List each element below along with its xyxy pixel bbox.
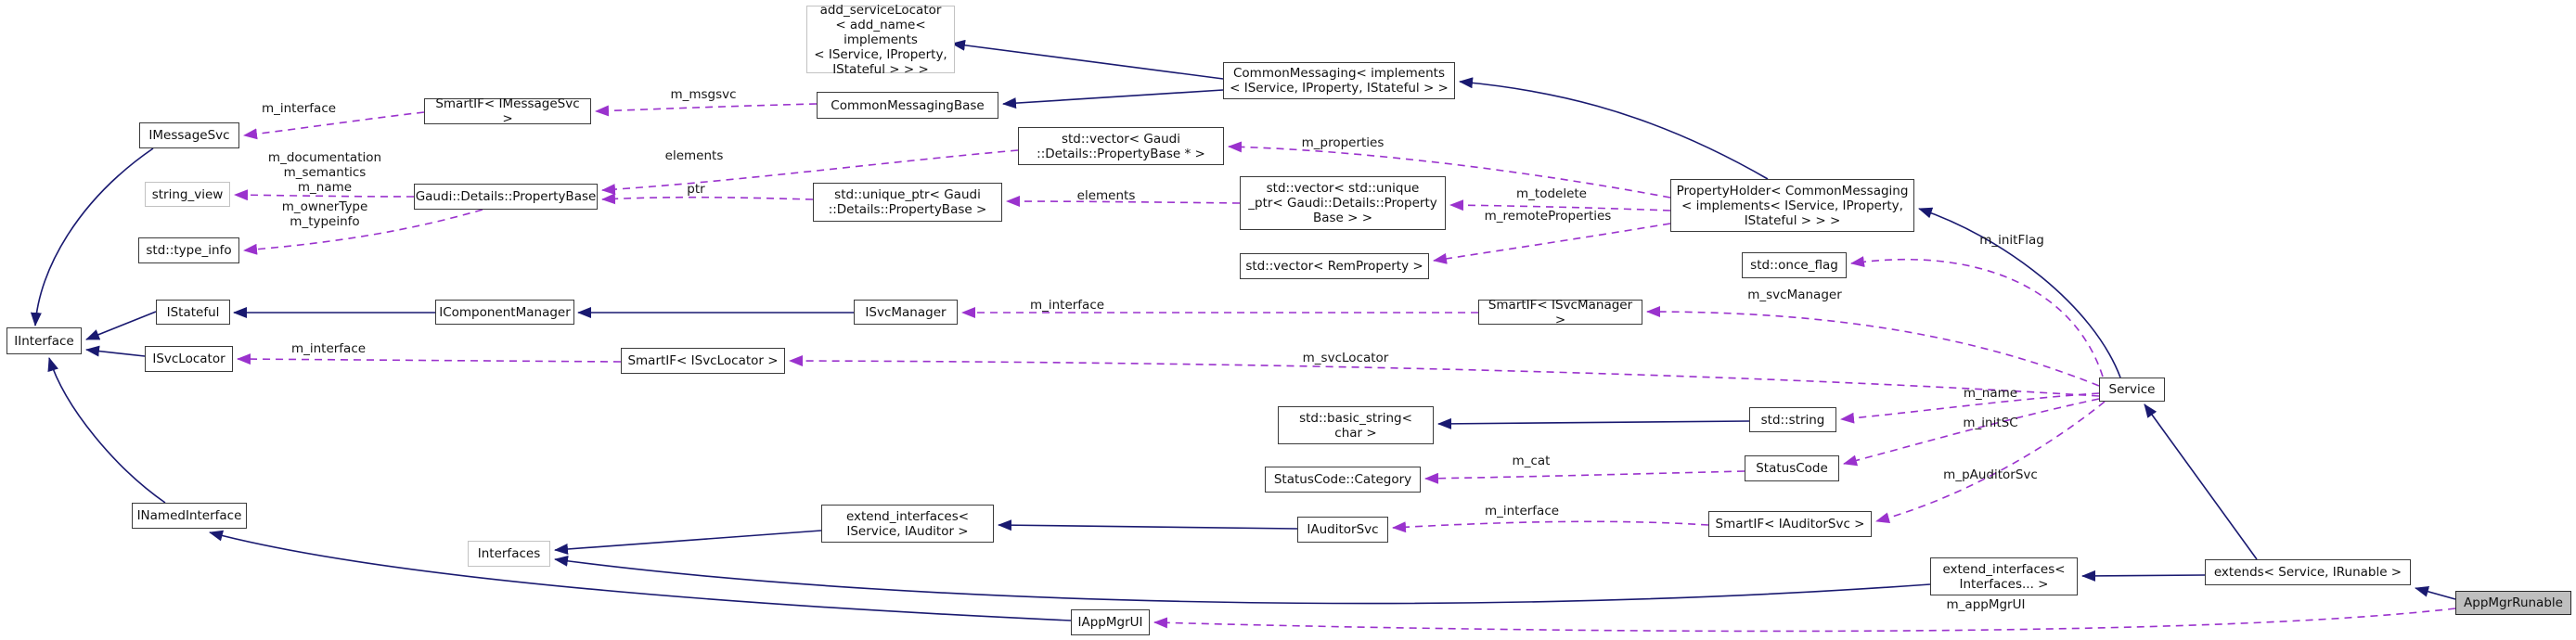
edge-service-statuscode (1843, 398, 2100, 467)
node-isvclocator[interactable]: ISvcLocator (145, 346, 233, 372)
node-istateful[interactable]: IStateful (156, 300, 230, 325)
edge-label-m-remoteproperties: m_remoteProperties (1484, 209, 1612, 224)
node-add-servicelocator: add_serviceLocator < add_name< implement… (806, 3, 955, 77)
edge-label-elements-2: elements (1076, 188, 1136, 203)
node-std-once-flag[interactable]: std::once_flag (1742, 252, 1847, 278)
edge-inamedinterface-iinterface (47, 357, 166, 504)
node-imessagesvc[interactable]: IMessageSvc (139, 122, 239, 148)
node-inamedinterface[interactable]: INamedInterface (132, 503, 247, 529)
edge-label-m-ownertype-typeinfo: m_ownerType m_typeinfo (281, 199, 368, 229)
node-statuscode-category[interactable]: StatusCode::Category (1265, 467, 1421, 493)
node-commonmessaging[interactable]: CommonMessaging< implements < IService, … (1223, 62, 1455, 99)
edge-propertyholder-vectorremproperty (1433, 223, 1671, 264)
node-interfaces: Interfaces (468, 541, 550, 567)
edge-label-m-todelete: m_todelete (1516, 186, 1587, 201)
edge-label-m-interface-isvclocator: m_interface (290, 341, 367, 356)
edge-label-m-svcmanager: m_svcManager (1747, 288, 1842, 302)
edge-label-m-svclocator: m_svcLocator (1302, 351, 1389, 365)
edge-extends-service (2144, 403, 2258, 560)
edge-stdstring-basicstring (1437, 417, 1750, 429)
edge-label-m-initflag: m_initFlag (1979, 233, 2044, 248)
node-string-view: string_view (145, 182, 230, 207)
node-iinterface[interactable]: IInterface (6, 327, 82, 354)
node-service[interactable]: Service (2099, 378, 2165, 402)
edge-label-m-interface-imessagesvc: m_interface (261, 101, 337, 116)
edge-label-m-pauditorsvc: m_pAuditorSvc (1943, 467, 2038, 482)
node-propertyholder[interactable]: PropertyHolder< CommonMessaging < implem… (1670, 179, 1914, 232)
node-iauditorsvc[interactable]: IAuditorSvc (1297, 517, 1388, 543)
edge-extendinterfacesia-interfaces (554, 530, 822, 555)
node-extend-interfaces-iservice-iauditor[interactable]: extend_interfaces< IService, IAuditor > (821, 505, 994, 543)
edge-propertyholder-commonmessaging (1459, 77, 1769, 180)
edge-commonmessagingbase-smartifimessagesvc (595, 103, 818, 117)
edge-service-smartifisvclocator (789, 355, 2100, 397)
node-statuscode[interactable]: StatusCode (1745, 455, 1839, 481)
node-extends-service-irunable[interactable]: extends< Service, IRunable > (2205, 559, 2411, 585)
edge-statuscode-statuscodecategory (1424, 470, 1745, 484)
edge-istateful-iinterface (85, 311, 157, 340)
edge-label-ptr: ptr (687, 182, 705, 197)
node-std-string[interactable]: std::string (1749, 407, 1836, 432)
edge-extendinterfacesvariadic-interfaces (554, 555, 1931, 605)
edge-label-m-cat: m_cat (1512, 454, 1551, 468)
edge-commonmessaging-commonmessagingbase (1002, 89, 1224, 109)
node-smartif-isvcmanager[interactable]: SmartIF< ISvcManager > (1478, 298, 1642, 327)
node-extend-interfaces-variadic[interactable]: extend_interfaces< Interfaces... > (1930, 557, 2078, 595)
edge-label-m-properties: m_properties (1301, 135, 1385, 150)
edge-label-m-appmgrui: m_appMgrUI (1946, 597, 2026, 612)
edge-propertybase-stringview (234, 189, 415, 201)
edge-extends-extendinterfacesvariadic (2081, 570, 2206, 582)
node-std-type-info[interactable]: std::type_info (138, 237, 239, 263)
node-smartif-iauditorsvc[interactable]: SmartIF< IAuditorSvc > (1708, 511, 1872, 537)
edge-label-elements-1: elements (664, 148, 724, 163)
node-appmgrrunable: AppMgrRunable (2455, 591, 2571, 615)
node-vector-remproperty[interactable]: std::vector< RemProperty > (1240, 253, 1429, 279)
edge-uniqueptr-propertybase (601, 193, 814, 205)
edge-appmgrrunable-iappmgrui (1153, 608, 2456, 633)
edge-label-m-documentation-semantics-name: m_documentation m_semantics m_name (267, 150, 382, 195)
edge-label-m-name: m_name (1963, 386, 2018, 401)
edge-label-m-initsc: m_initSC (1963, 416, 2018, 430)
node-unique-ptr-propertybase[interactable]: std::unique_ptr< Gaudi ::Details::Proper… (813, 183, 1002, 222)
edge-imessagesvc-iinterface (30, 147, 154, 326)
edge-label-m-interface-isvcmanager: m_interface (1029, 298, 1105, 313)
edge-iauditorsvc-extendinterfacesia (998, 519, 1298, 531)
node-commonmessagingbase[interactable]: CommonMessagingBase (817, 92, 998, 119)
node-std-basic-string[interactable]: std::basic_string< char > (1278, 406, 1434, 444)
node-gaudi-details-propertybase[interactable]: Gaudi::Details::PropertyBase (414, 184, 598, 210)
edge-iappmgrui-inamedinterface (209, 530, 1072, 621)
node-icomponentmanager[interactable]: IComponentManager (435, 300, 574, 325)
node-vector-unique-ptr[interactable]: std::vector< std::unique _ptr< Gaudi::De… (1240, 176, 1446, 230)
edge-label-m-msgsvc: m_msgsvc (670, 87, 737, 102)
edge-appmgrrunable-extends (2415, 585, 2456, 600)
node-vector-propertybase-ptr[interactable]: std::vector< Gaudi ::Details::PropertyBa… (1018, 127, 1224, 165)
edge-commonmessaging-addservicelocator (951, 39, 1224, 80)
edge-label-m-interface-iauditorsvc: m_interface (1484, 504, 1560, 518)
edge-service-smartifisvcmanager (1646, 306, 2100, 387)
edge-service-onceflag (1850, 256, 2104, 378)
node-isvcmanager[interactable]: ISvcManager (854, 300, 958, 325)
node-iappmgrui[interactable]: IAppMgrUI (1071, 609, 1150, 635)
node-smartif-isvclocator[interactable]: SmartIF< ISvcLocator > (621, 348, 785, 374)
edge-isvclocator-iinterface (85, 345, 146, 357)
edge-smartifisvclocator-isvclocator (237, 353, 622, 365)
edge-smartifiauditorsvc-iauditorsvc (1392, 520, 1709, 533)
node-smartif-imessagesvc[interactable]: SmartIF< IMessageSvc > (424, 96, 591, 126)
